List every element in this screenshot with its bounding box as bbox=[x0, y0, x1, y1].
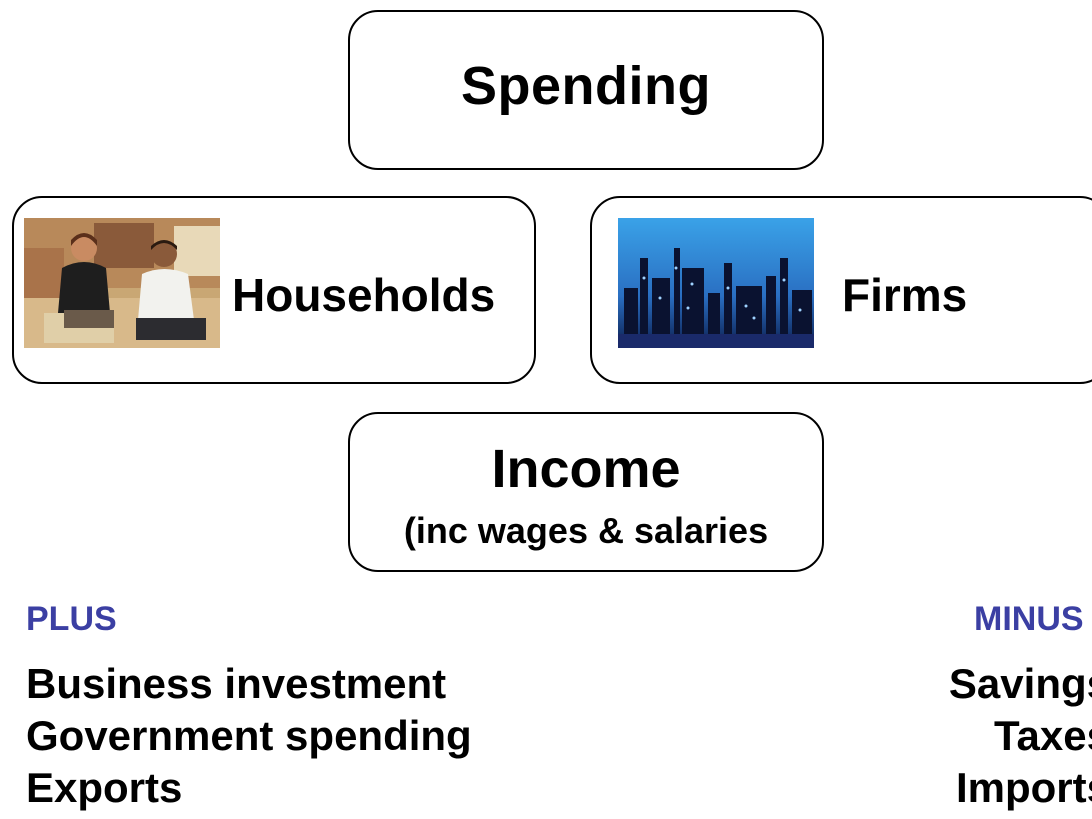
minus-list: Savings Taxes Imports bbox=[900, 658, 1092, 814]
spending-label: Spending bbox=[461, 56, 711, 116]
plus-list: Business investment Government spending … bbox=[26, 658, 472, 814]
minus-heading: MINUS bbox=[974, 600, 1084, 638]
firms-label: Firms bbox=[842, 269, 968, 321]
income-box: Income (inc wages & salaries bbox=[348, 412, 824, 572]
income-sublabel: (inc wages & salaries bbox=[403, 510, 769, 551]
minus-item: Taxes bbox=[994, 712, 1092, 759]
plus-item: Exports bbox=[26, 764, 183, 811]
plus-item: Government spending bbox=[26, 712, 472, 759]
households-photo bbox=[24, 218, 220, 348]
minus-item: Savings bbox=[948, 660, 1092, 707]
firms-box: Firms bbox=[590, 196, 1092, 384]
plus-heading: PLUS bbox=[26, 600, 117, 638]
minus-item: Imports bbox=[955, 764, 1092, 811]
plus-item: Business investment bbox=[26, 660, 447, 707]
households-box: Households bbox=[12, 196, 536, 384]
income-label: Income bbox=[491, 439, 681, 499]
industrial-plant-photo bbox=[618, 218, 814, 348]
spending-box: Spending bbox=[348, 10, 824, 170]
households-label: Households bbox=[232, 269, 496, 321]
households-photo-illustration bbox=[24, 218, 220, 348]
industrial-plant-illustration bbox=[618, 218, 814, 348]
